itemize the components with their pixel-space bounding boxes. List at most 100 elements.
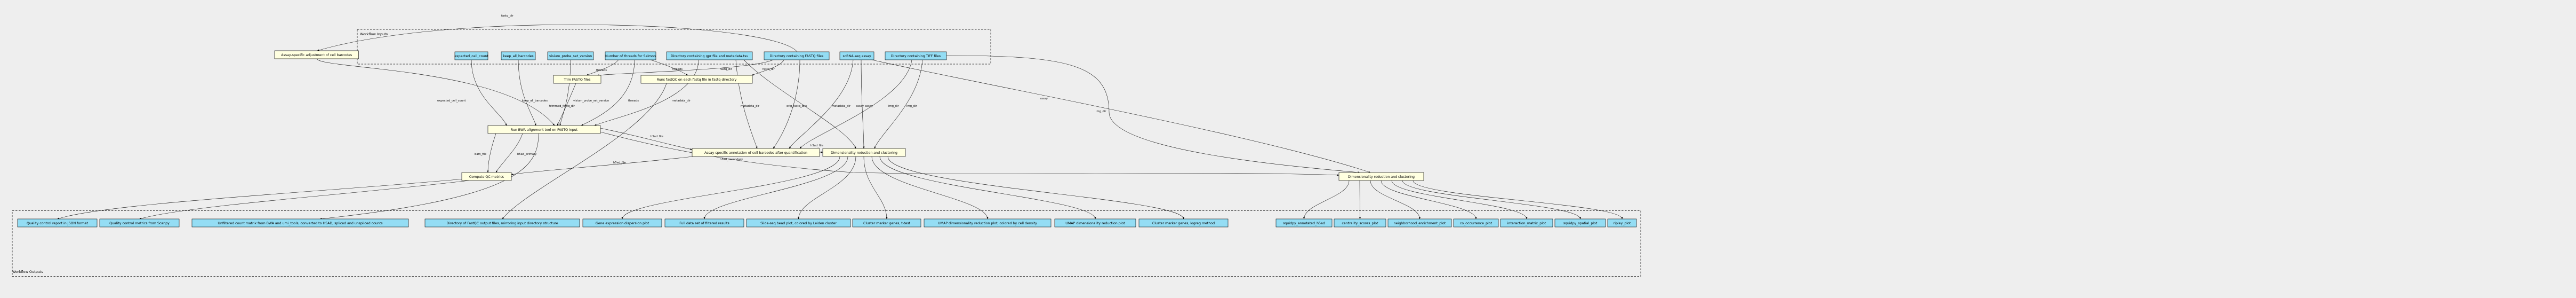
output-fastqc-dir-box[interactable] — [424, 218, 580, 228]
output-bead-plot[interactable]: Slide-seq bead plot, colored by Leiden c… — [746, 218, 851, 228]
step-compute-qc-metrics-box[interactable] — [461, 172, 512, 181]
output-umap-plot-box[interactable] — [1054, 218, 1136, 228]
edge-dim1-output-2 — [797, 156, 856, 219]
output-marker-ttest-box[interactable] — [852, 218, 921, 228]
input-tiff-dir-box[interactable] — [885, 51, 947, 60]
edge-label-h5ad-primary: h5ad_primary — [517, 153, 536, 156]
input-expected-cell-count[interactable]: expected_cell_count — [454, 51, 488, 60]
output-co-occurrence-box[interactable] — [1453, 218, 1499, 228]
output-umap-density-label: UMAP dimensionality reduction plot, colo… — [938, 222, 1037, 225]
output-ripley-box[interactable] — [1607, 218, 1637, 228]
input-fastq-dir-label: Directory containing FASTQ files — [770, 54, 823, 58]
edge-label-expected-cell-count: expected_cell_count — [437, 99, 466, 103]
edge-label-assay-b: assay — [865, 105, 873, 108]
output-umap-density-box[interactable] — [924, 218, 1052, 228]
input-fastq-dir[interactable]: Directory containing FASTQ files — [764, 51, 830, 60]
edge-assay-dim2 — [871, 59, 1371, 173]
output-fastqc-dir[interactable]: Directory of FastQC output files, mirror… — [424, 218, 580, 228]
step-dim-reduction-1[interactable]: Dimensionality reduction and clustering — [822, 148, 906, 157]
input-keep-all-barcodes-box[interactable] — [501, 51, 536, 60]
step-annotate-barcodes-label: Assay-specific annotation of cell barcod… — [704, 151, 807, 155]
output-filtered-dataset-label: Full data set of filtered results — [679, 222, 729, 225]
edge-label-metadata-a: metadata_dir — [672, 99, 691, 103]
output-squidpy-h5ad-box[interactable] — [1275, 218, 1333, 228]
output-marker-ttest-label: Cluster marker genes, t-test — [863, 222, 911, 225]
output-interaction-box[interactable] — [1500, 218, 1553, 228]
output-marker-logreg[interactable]: Cluster marker genes, logreg method — [1138, 218, 1229, 228]
output-umap-plot[interactable]: UMAP dimensionality reduction plot — [1054, 218, 1136, 228]
step-compute-qc-metrics[interactable]: Compute QC metrics — [461, 172, 512, 181]
output-neighborhood-box[interactable] — [1387, 218, 1452, 228]
step-dim-reduction-2-box[interactable] — [1338, 172, 1424, 181]
step-fastqc[interactable]: Runs fastQC on each fastq file in fastq … — [640, 75, 753, 84]
output-co-occurrence-label: co_occurrence_plot — [1460, 222, 1492, 225]
input-visium-probe-set-version-box[interactable] — [547, 51, 594, 60]
output-marker-logreg-box[interactable] — [1138, 218, 1229, 228]
output-qc-report-label: Quality control report in JSON format — [27, 222, 89, 225]
input-gpr-metadata-dir-label: Directory containing gpr file and metada… — [671, 54, 748, 58]
input-fastq-dir-box[interactable] — [764, 51, 830, 60]
output-centrality-box[interactable] — [1334, 218, 1386, 228]
output-spatial-box[interactable] — [1554, 218, 1606, 228]
output-dispersion-plot[interactable]: Gene expression dispersion plot — [582, 218, 662, 228]
input-number-of-threads-box[interactable] — [605, 51, 656, 60]
step-trim-fastq-box[interactable] — [553, 75, 601, 84]
step-trim-fastq-label: Trim FASTQ files — [563, 78, 590, 82]
edge-label-img-dir-b: img_dir — [906, 105, 917, 108]
output-qc-metrics-scanpy-box[interactable] — [99, 218, 180, 228]
output-qc-report[interactable]: Quality control report in JSON format — [17, 218, 98, 228]
output-filtered-dataset[interactable]: Full data set of filtered results — [664, 218, 744, 228]
output-unfiltered-matrix-box[interactable] — [191, 218, 409, 228]
step-adjust-barcodes[interactable]: Assay-specific adjustment of cell barcod… — [274, 50, 359, 59]
output-marker-ttest[interactable]: Cluster marker genes, t-test — [852, 218, 921, 228]
output-spatial[interactable]: squidpy_spatial_plot — [1554, 218, 1606, 228]
edge-label-img-dir-a: img_dir — [888, 105, 899, 108]
workflow-inputs-cluster — [357, 29, 991, 65]
edge-fastqc-dir — [502, 83, 667, 219]
input-visium-probe-set-version[interactable]: visium_probe_set_version — [547, 51, 594, 60]
output-qc-metrics-scanpy[interactable]: Quality control metrics from Scanpy — [99, 218, 180, 228]
step-annotate-barcodes-box[interactable] — [692, 148, 820, 157]
edge-dim2-output-6 — [1413, 180, 1623, 219]
step-bwa-alignment-label: Run BWA alignment tool on FASTQ input — [511, 128, 578, 132]
output-ripley[interactable]: ripley_plot — [1607, 218, 1637, 228]
output-squidpy-h5ad[interactable]: squidpy_annotated_h5ad — [1275, 218, 1333, 228]
edge-label-img-dir-c: img_dir — [1096, 110, 1106, 113]
step-bwa-alignment[interactable]: Run BWA alignment tool on FASTQ input — [487, 125, 601, 134]
step-dim-reduction-2-label: Dimensionality reduction and clustering — [1348, 175, 1415, 179]
step-trim-fastq[interactable]: Trim FASTQ files — [553, 75, 601, 84]
output-umap-density[interactable]: UMAP dimensionality reduction plot, colo… — [924, 218, 1052, 228]
step-compute-qc-metrics-label: Compute QC metrics — [469, 175, 504, 179]
edge-tiff-dim2 — [946, 55, 1360, 174]
output-umap-plot-label: UMAP dimensionality reduction plot — [1065, 222, 1125, 225]
input-keep-all-barcodes[interactable]: keep_all_barcodes — [501, 51, 536, 60]
output-filtered-dataset-box[interactable] — [664, 218, 744, 228]
edge-assay-annotate — [789, 59, 854, 149]
step-fastqc-box[interactable] — [640, 75, 753, 84]
output-dispersion-plot-box[interactable] — [582, 218, 662, 228]
output-squidpy-h5ad-label: squidpy_annotated_h5ad — [1283, 222, 1325, 225]
output-centrality[interactable]: centrality_scores_plot — [1334, 218, 1386, 228]
output-neighborhood[interactable]: neighborhood_enrichment_plot — [1387, 218, 1452, 228]
output-qc-report-box[interactable] — [17, 218, 98, 228]
output-unfiltered-matrix[interactable]: Unfiltered count matrix from BWA and umi… — [191, 218, 409, 228]
edge-fastq-adjust — [317, 24, 798, 52]
step-annotate-barcodes[interactable]: Assay-specific annotation of cell barcod… — [692, 148, 820, 157]
input-tiff-dir[interactable]: Directory containing TIFF files — [885, 51, 947, 60]
input-gpr-metadata-dir[interactable]: Directory containing gpr file and metada… — [666, 51, 753, 60]
input-scrnaseq-assay-box[interactable] — [839, 51, 874, 60]
input-number-of-threads[interactable]: Number of threads for Salmon — [605, 51, 656, 60]
step-bwa-alignment-box[interactable] — [487, 125, 601, 134]
step-dim-reduction-1-box[interactable] — [822, 148, 906, 157]
edge-label-h5ad-file-b: h5ad_file — [810, 144, 823, 147]
step-adjust-barcodes-label: Assay-specific adjustment of cell barcod… — [281, 53, 352, 57]
step-dim-reduction-2[interactable]: Dimensionality reduction and clustering — [1338, 172, 1424, 181]
input-scrnaseq-assay[interactable]: scRNA-seq assay — [839, 51, 874, 60]
output-bead-plot-box[interactable] — [746, 218, 851, 228]
input-expected-cell-count-box[interactable] — [454, 51, 488, 60]
output-interaction[interactable]: interaction_matrix_plot — [1500, 218, 1553, 228]
output-co-occurrence[interactable]: co_occurrence_plot — [1453, 218, 1499, 228]
step-adjust-barcodes-box[interactable] — [274, 50, 359, 59]
input-gpr-metadata-dir-box[interactable] — [666, 51, 753, 60]
